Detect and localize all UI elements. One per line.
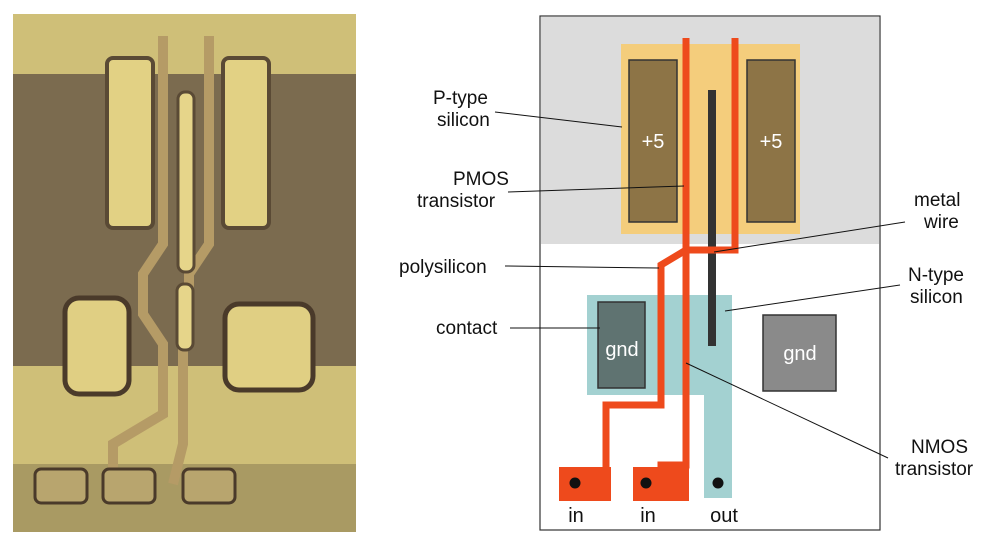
output-via xyxy=(712,477,724,489)
leader-nmos xyxy=(685,362,889,459)
gnd-contact-left xyxy=(597,301,646,389)
photo-upper-right-pad xyxy=(221,56,271,230)
leader-p-type xyxy=(494,111,623,128)
vdd-label-right: +5 xyxy=(760,131,783,153)
gnd-label-right: gnd xyxy=(783,343,816,365)
label-metal-line1: metal xyxy=(914,190,960,211)
photo-poly-trace-left xyxy=(108,36,168,484)
metal-wire xyxy=(708,90,716,346)
leader-pmos xyxy=(507,185,685,193)
label-metal-line2: wire xyxy=(923,212,959,233)
label-nmos-line2: transistor xyxy=(895,459,974,480)
leader-n-type xyxy=(724,284,901,312)
label-polysilicon: polysilicon xyxy=(399,257,487,278)
label-pmos-line1: PMOS xyxy=(453,169,509,190)
photo-bottom-contact-1 xyxy=(33,467,89,505)
vdd-contact-left xyxy=(628,59,678,223)
photo-center-lower-metal xyxy=(175,282,195,352)
photo-lower-left-pad xyxy=(62,295,132,397)
polysilicon-gate-1 xyxy=(602,38,690,480)
leader-polysilicon xyxy=(504,265,660,269)
vdd-label-left: +5 xyxy=(642,131,665,153)
leader-metal-wire xyxy=(713,221,906,253)
cmos-layout-diagram: +5 +5 gnd gnd in in out P-type silicon P… xyxy=(399,15,974,531)
photo-bottom-contact-3 xyxy=(181,467,237,505)
photo-lower-right-pad xyxy=(222,301,316,393)
die-photo xyxy=(13,14,356,532)
pin-label-in-2: in xyxy=(640,505,656,527)
photo-center-metal xyxy=(176,90,196,274)
label-p-type-line1: P-type xyxy=(433,88,488,109)
photo-upper-left-pad xyxy=(105,56,155,230)
label-p-type-line2: silicon xyxy=(437,110,490,131)
label-pmos-line2: transistor xyxy=(417,191,496,212)
pin-label-out: out xyxy=(710,505,738,527)
input-1-via xyxy=(569,477,581,489)
vdd-contact-right xyxy=(746,59,796,223)
label-n-type-line1: N-type xyxy=(908,265,964,286)
input-2-via xyxy=(640,477,652,489)
label-contact: contact xyxy=(436,318,498,339)
gnd-label-left: gnd xyxy=(605,339,638,361)
label-n-type-line2: silicon xyxy=(910,287,963,308)
label-nmos-line1: NMOS xyxy=(911,437,968,458)
gnd-contact-right xyxy=(762,314,837,392)
photo-bottom-contact-2 xyxy=(101,467,157,505)
photo-top-metal-band xyxy=(13,14,356,74)
pin-label-in-1: in xyxy=(568,505,584,527)
